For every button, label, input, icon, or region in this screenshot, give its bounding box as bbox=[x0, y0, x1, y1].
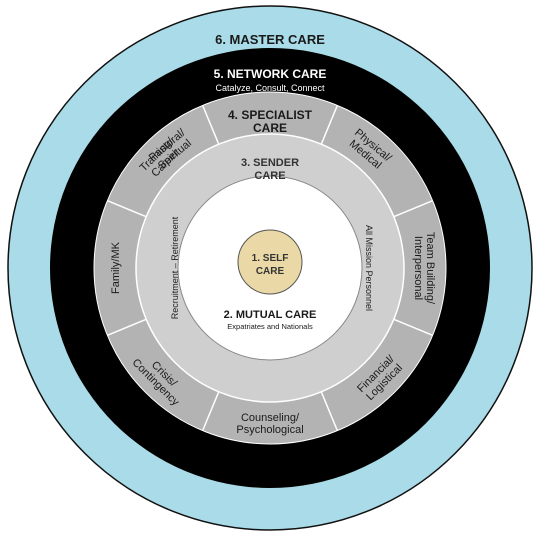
segment-divider bbox=[320, 105, 339, 145]
network-care-subtitle: Catalyze, Consult, Connect bbox=[215, 83, 325, 93]
self-care-circle bbox=[237, 229, 303, 295]
self-care-label-line1: 1. SELF bbox=[252, 253, 289, 264]
specialist-dividers bbox=[107, 105, 433, 431]
sender-care-label-line1: 3. SENDER bbox=[241, 157, 299, 169]
segment-divider bbox=[393, 318, 433, 337]
segment-divider bbox=[107, 199, 147, 218]
segment-divider bbox=[107, 318, 147, 337]
sender-left-text: Recruitment – Retirement bbox=[170, 216, 180, 319]
mutual-care-subtitle: Expatriates and Nationals bbox=[227, 322, 313, 331]
sender-right-text: All Mission Personnel bbox=[364, 225, 374, 311]
specialist-segment-label: Family/MK bbox=[110, 241, 122, 294]
self-care-label-line2: CARE bbox=[256, 266, 285, 277]
network-care-label: 5. NETWORK CARE bbox=[214, 67, 327, 81]
specialist-care-label-line2: CARE bbox=[253, 121, 287, 135]
master-care-label: 6. MASTER CARE bbox=[215, 32, 325, 47]
mutual-care-label: 2. MUTUAL CARE bbox=[224, 309, 317, 321]
sender-care-label-line2: CARE bbox=[254, 170, 285, 182]
segment-divider bbox=[320, 391, 339, 431]
specialist-segment-label: Counseling/Psychological bbox=[236, 412, 303, 436]
segment-divider bbox=[201, 105, 220, 145]
specialist-segment-label: Team Building/Interpersonal bbox=[412, 232, 436, 305]
segment-divider bbox=[201, 391, 220, 431]
segment-divider bbox=[393, 199, 433, 218]
specialist-care-label-line1: 4. SPECIALIST bbox=[228, 108, 313, 122]
